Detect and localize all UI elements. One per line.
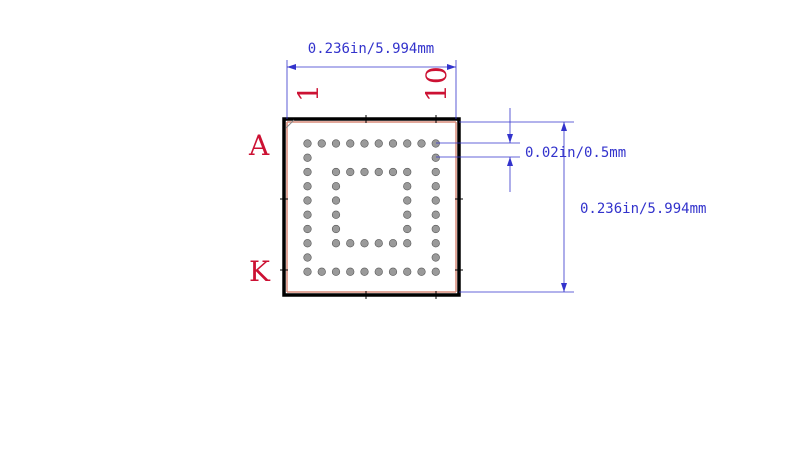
solder-ball (431, 153, 440, 162)
solder-ball (303, 182, 312, 191)
pitch-arrow-top (507, 134, 513, 143)
solder-ball (374, 267, 383, 276)
solder-ball (388, 139, 398, 148)
solder-ball (331, 196, 341, 205)
solder-ball (346, 239, 355, 248)
solder-ball (403, 267, 412, 276)
solder-ball (417, 139, 426, 148)
solder-ball (388, 239, 398, 248)
solder-ball (303, 224, 312, 234)
solder-ball (374, 139, 383, 148)
pitch-dimension-label: 0.02in/0.5mm (525, 145, 626, 161)
pitch-arrow-bottom (507, 157, 513, 166)
solder-ball (431, 139, 440, 148)
solder-ball (331, 210, 341, 219)
solder-ball (403, 224, 412, 234)
height-dimension-label: 0.236in/5.994mm (580, 201, 706, 217)
solder-ball (417, 267, 426, 276)
solder-ball (374, 167, 383, 177)
solder-ball (303, 153, 312, 162)
width-arrow-left (287, 64, 296, 70)
outline-ticks (280, 115, 463, 299)
width-arrow-right (447, 64, 456, 70)
solder-ball (303, 167, 312, 177)
solder-ball (431, 267, 440, 276)
solder-ball (431, 210, 440, 219)
solder-ball (360, 239, 369, 248)
solder-ball (303, 139, 312, 148)
solder-ball (331, 267, 341, 276)
row-label-last: K (249, 255, 271, 288)
solder-ball (403, 182, 412, 191)
solder-ball (346, 167, 355, 177)
solder-ball (374, 239, 383, 248)
height-arrow-bottom (561, 283, 567, 292)
solder-ball (431, 253, 440, 262)
solder-ball (317, 267, 326, 276)
solder-ball (303, 253, 312, 262)
solder-ball (403, 167, 412, 177)
solder-ball (303, 267, 312, 276)
solder-ball (303, 239, 312, 248)
ball-grid (303, 139, 440, 276)
solder-ball (403, 210, 412, 219)
solder-ball (360, 139, 369, 148)
pin1-corner-mark (285, 119, 295, 129)
solder-ball (303, 210, 312, 219)
column-label-last: 10 (420, 66, 453, 102)
solder-ball (431, 239, 440, 248)
solder-ball (331, 224, 341, 234)
solder-ball (346, 267, 355, 276)
solder-ball (403, 139, 412, 148)
solder-ball (360, 167, 369, 177)
solder-ball (331, 139, 341, 148)
solder-ball (346, 139, 355, 148)
solder-ball (431, 182, 440, 191)
solder-ball (331, 239, 341, 248)
solder-ball (403, 196, 412, 205)
width-dimension-label: 0.236in/5.994mm (308, 41, 434, 57)
solder-ball (303, 196, 312, 205)
dimension-layer (286, 60, 574, 293)
column-label-first: 1 (292, 84, 325, 102)
solder-ball (388, 267, 398, 276)
solder-ball (360, 267, 369, 276)
solder-ball (317, 139, 326, 148)
solder-ball (403, 239, 412, 248)
solder-ball (431, 167, 440, 177)
solder-ball (331, 182, 341, 191)
solder-ball (388, 167, 398, 177)
row-label-first: A (248, 129, 270, 162)
silkscreen-layer (286, 121, 457, 293)
package-outline (282, 117, 461, 297)
solder-ball (331, 167, 341, 177)
solder-ball (431, 224, 440, 234)
height-arrow-top (561, 122, 567, 131)
solder-ball (431, 196, 440, 205)
